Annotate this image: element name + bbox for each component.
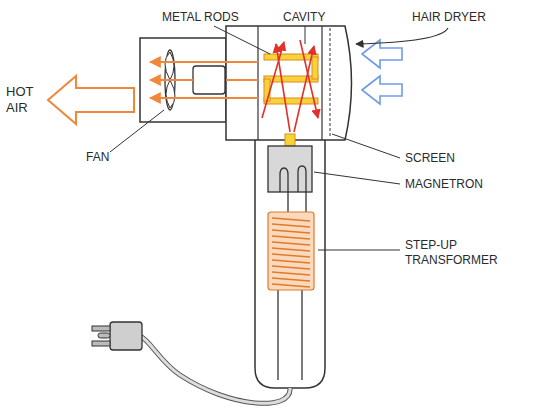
handle [255, 138, 325, 388]
part-label: MAGNETRON [405, 177, 483, 192]
part-label: CAVITY [283, 10, 325, 25]
intake-arrows [362, 40, 402, 104]
power-cord [140, 336, 290, 403]
leader-lines [110, 26, 400, 250]
part-label: STEP-UP TRANSFORMER [405, 238, 515, 268]
flow-label: HOT AIR [6, 84, 46, 117]
motor [193, 66, 225, 94]
callout-arrow [356, 28, 448, 44]
part-label: SCREEN [405, 151, 455, 166]
plug [110, 322, 142, 350]
step-up-transformer [268, 212, 314, 290]
screen [329, 28, 330, 138]
title-label: HAIR DRYER [412, 10, 486, 25]
part-label: METAL RODS [162, 10, 239, 25]
hot-air-arrow [48, 76, 134, 124]
antenna [285, 134, 295, 146]
body [226, 26, 352, 140]
part-label: FAN [86, 150, 109, 165]
nozzle [140, 38, 226, 122]
